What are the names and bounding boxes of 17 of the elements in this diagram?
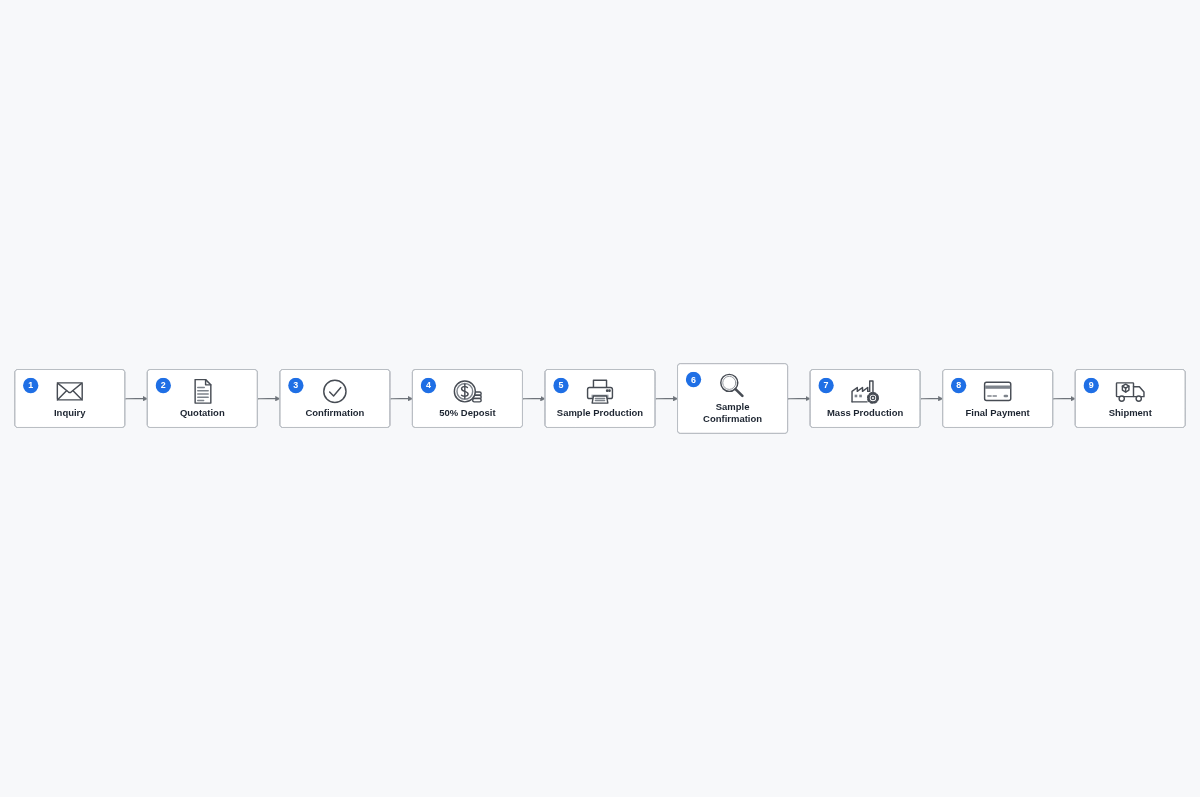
arrow bbox=[522, 396, 546, 402]
step-label: Sample Confirmation bbox=[702, 401, 763, 426]
arrow bbox=[257, 396, 281, 402]
step-label: 50% Deposit bbox=[438, 407, 497, 420]
step-label: Shipment bbox=[1107, 407, 1153, 420]
arrow bbox=[787, 396, 811, 402]
step-label: Inquiry bbox=[53, 407, 87, 420]
step-label: Sample Production bbox=[555, 407, 645, 420]
step-label: Mass Production bbox=[825, 407, 905, 420]
arrow bbox=[919, 396, 944, 402]
arrow bbox=[389, 396, 413, 402]
step-label: Final Payment bbox=[964, 407, 1031, 420]
step-label: Quotation bbox=[178, 407, 226, 420]
arrow bbox=[654, 396, 679, 402]
step-label: Confirmation bbox=[304, 407, 366, 420]
arrow bbox=[1052, 396, 1076, 402]
arrow bbox=[124, 396, 148, 402]
